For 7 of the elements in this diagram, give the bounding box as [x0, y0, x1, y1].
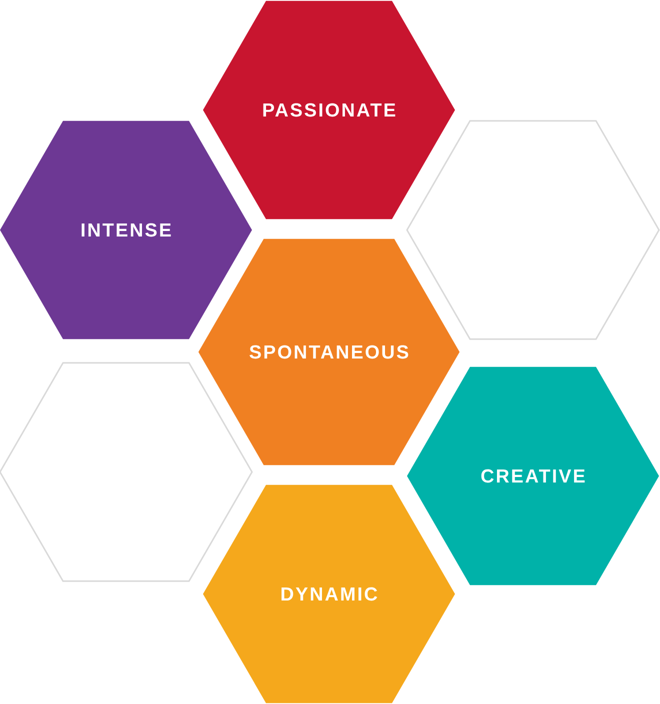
- empty-hexagon: [0, 362, 253, 582]
- empty-hexagon: [406, 120, 660, 340]
- hexagon-tile: INTENSE: [0, 120, 252, 340]
- hexagon-tile: SPONTANEOUS: [198, 238, 460, 466]
- hexagon-tile: DYNAMIC: [203, 484, 455, 704]
- hexagon-tile: CREATIVE: [407, 366, 659, 586]
- hexagon-tile: PASSIONATE: [203, 0, 455, 220]
